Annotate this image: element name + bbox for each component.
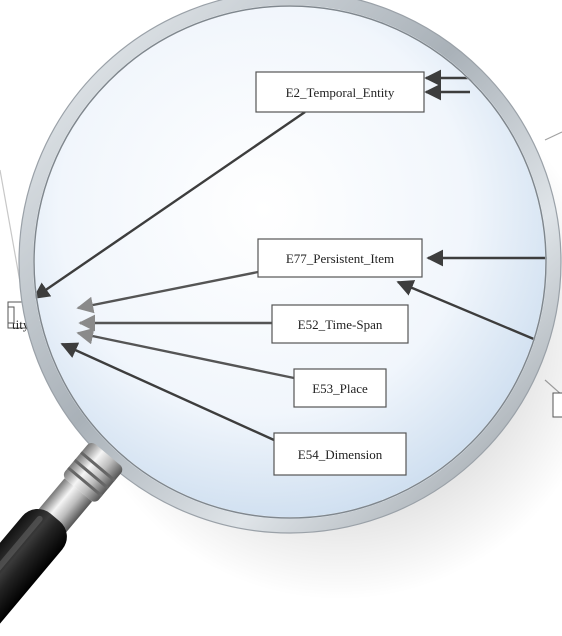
node-e77-persistent-item: E77_Persistent_Item xyxy=(257,238,423,278)
magnifying-glass-icon xyxy=(0,442,123,634)
edge-persistent-to-entity xyxy=(76,270,259,314)
node-label: E52_Time-Span xyxy=(298,317,383,332)
handle-collar-ridge-1 xyxy=(80,451,116,482)
edge-dimension-to-entity xyxy=(60,342,275,442)
node-entity-box-inner xyxy=(7,306,15,324)
node-e52-time-span: E52_Time-Span xyxy=(271,304,409,344)
node-label: E53_Place xyxy=(312,381,368,396)
node-label: E77_Persistent_Item xyxy=(286,251,394,266)
handle-grip-highlight xyxy=(0,515,43,610)
node-e2-temporal-entity: E2_Temporal_Entity xyxy=(255,71,425,113)
node-box xyxy=(293,368,387,408)
node-label: E2_Temporal_Entity xyxy=(286,85,395,100)
node-box xyxy=(271,304,409,344)
edge-bg-right-1 xyxy=(544,131,562,141)
handle-grip xyxy=(0,508,67,634)
handle-collar-ridge-3 xyxy=(67,466,103,498)
lens-rim xyxy=(19,0,561,533)
node-box xyxy=(257,238,423,278)
node-label: E54_Dimension xyxy=(298,447,383,462)
node-box xyxy=(255,71,425,113)
node-partial-right xyxy=(552,392,562,418)
edge-temporal-to-entity xyxy=(32,111,306,299)
lens-rim-outer-line xyxy=(18,0,562,534)
lens-rim-inner-line xyxy=(33,5,547,519)
edge-place-to-entity xyxy=(76,327,295,380)
node-e53-place: E53_Place xyxy=(293,368,387,408)
node-box xyxy=(273,432,407,476)
edge-right-to-persistent-2 xyxy=(396,280,549,347)
handle-collar-ridge-2 xyxy=(73,458,110,490)
node-e54-dimension: E54_Dimension xyxy=(273,432,407,476)
